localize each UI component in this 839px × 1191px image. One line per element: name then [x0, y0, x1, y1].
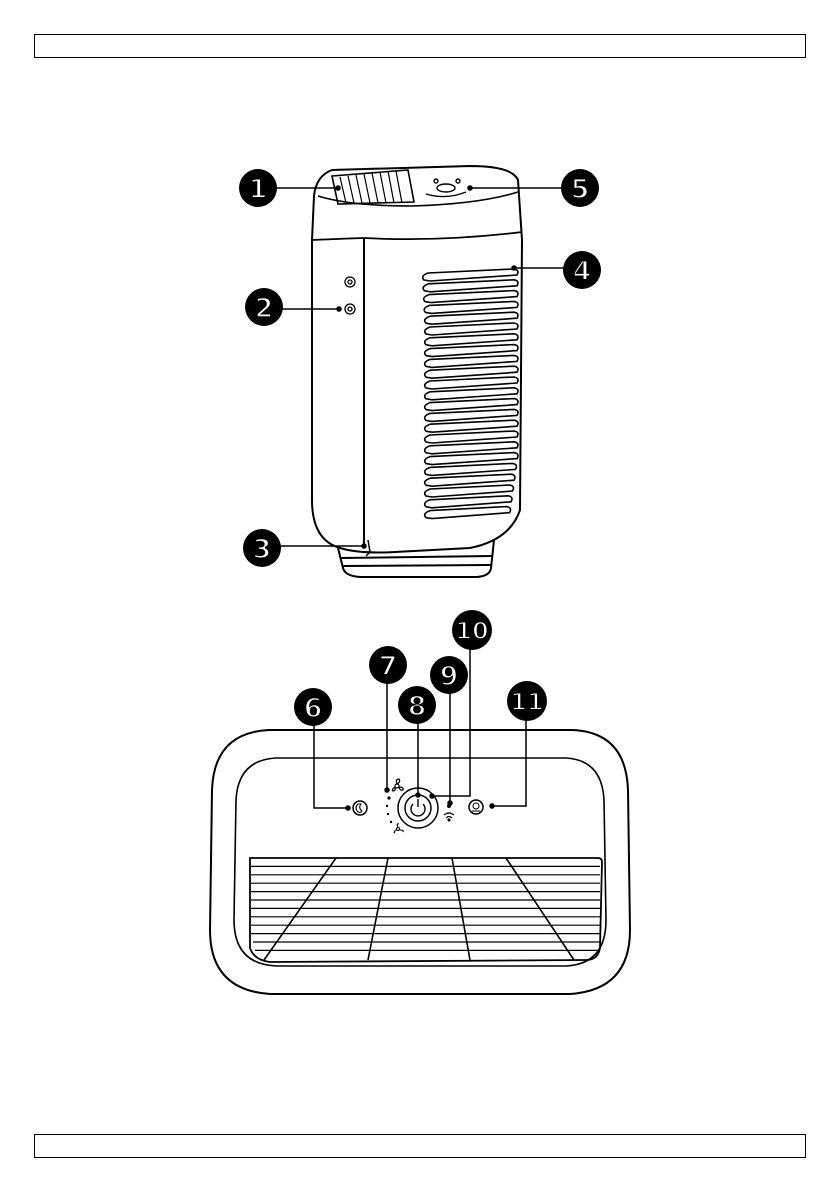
wifi-icon	[444, 805, 454, 821]
top-control-panel	[426, 179, 466, 197]
callout-5-label: 5	[571, 174, 590, 205]
intake-slot	[425, 409, 518, 421]
callout-9-label: 9	[440, 661, 459, 692]
intake-slot	[425, 453, 518, 465]
air-quality-sensor	[345, 277, 355, 314]
intake-slot	[425, 388, 518, 400]
callout-10: 10	[452, 610, 492, 650]
intake-slot	[425, 420, 518, 432]
callout-7-label: 7	[379, 651, 398, 682]
sleep-mode-icon	[353, 801, 367, 815]
callout-1-label: 1	[249, 174, 268, 205]
intake-slot	[425, 463, 517, 475]
callout-9: 9	[430, 656, 468, 694]
callout-11-label: 11	[510, 688, 543, 716]
intake-slot	[425, 345, 518, 357]
intake-slot	[425, 377, 518, 389]
intake-slot	[425, 355, 518, 367]
page-footer-bar	[34, 1134, 806, 1158]
intake-slot	[425, 312, 518, 324]
callout-3: 3	[243, 529, 281, 567]
callout-7: 7	[369, 646, 407, 684]
top-view-outer-shell	[210, 730, 630, 994]
intake-slot	[425, 474, 515, 486]
air-purifier-side-view	[312, 166, 522, 577]
intake-slot	[425, 323, 518, 335]
callout-4: 4	[563, 251, 601, 289]
intake-slot	[423, 280, 518, 292]
callout-4-label: 4	[573, 256, 592, 287]
intake-slot	[424, 301, 518, 313]
callout-11: 11	[507, 681, 547, 721]
fan-low-icon	[394, 824, 403, 833]
intake-slot	[425, 442, 518, 454]
power-button	[405, 795, 431, 821]
intake-slot	[423, 269, 518, 281]
intake-slot	[424, 291, 518, 303]
callout-5: 5	[561, 169, 599, 207]
callout-leaders-bottom	[314, 644, 526, 810]
fan-icon	[392, 779, 403, 791]
intake-slot	[425, 507, 511, 519]
intake-slot	[425, 431, 518, 443]
callout-8-label: 8	[408, 691, 427, 722]
callout-10-label: 10	[455, 617, 488, 645]
purifier-top-cap	[312, 166, 522, 240]
fan-speed-indicator	[386, 796, 392, 823]
callout-2-label: 2	[255, 293, 274, 324]
intake-slot	[425, 366, 518, 378]
callout-1: 1	[239, 169, 277, 207]
callout-6: 6	[294, 688, 332, 726]
top-view-inner-rim	[234, 758, 606, 966]
top-view-grille	[250, 858, 602, 962]
callout-6-label: 6	[304, 693, 323, 724]
side-air-intake	[423, 269, 518, 519]
intake-slot	[425, 399, 518, 411]
power-icon	[411, 799, 425, 816]
callout-3-label: 3	[253, 534, 272, 565]
intake-slot	[425, 496, 512, 508]
top-air-outlet	[332, 170, 414, 204]
callout-2: 2	[245, 288, 283, 326]
air-quality-icon	[469, 800, 483, 814]
air-purifier-top-view	[210, 730, 630, 994]
callout-8: 8	[398, 686, 436, 724]
intake-slot	[425, 485, 514, 497]
intake-slot	[425, 334, 518, 346]
